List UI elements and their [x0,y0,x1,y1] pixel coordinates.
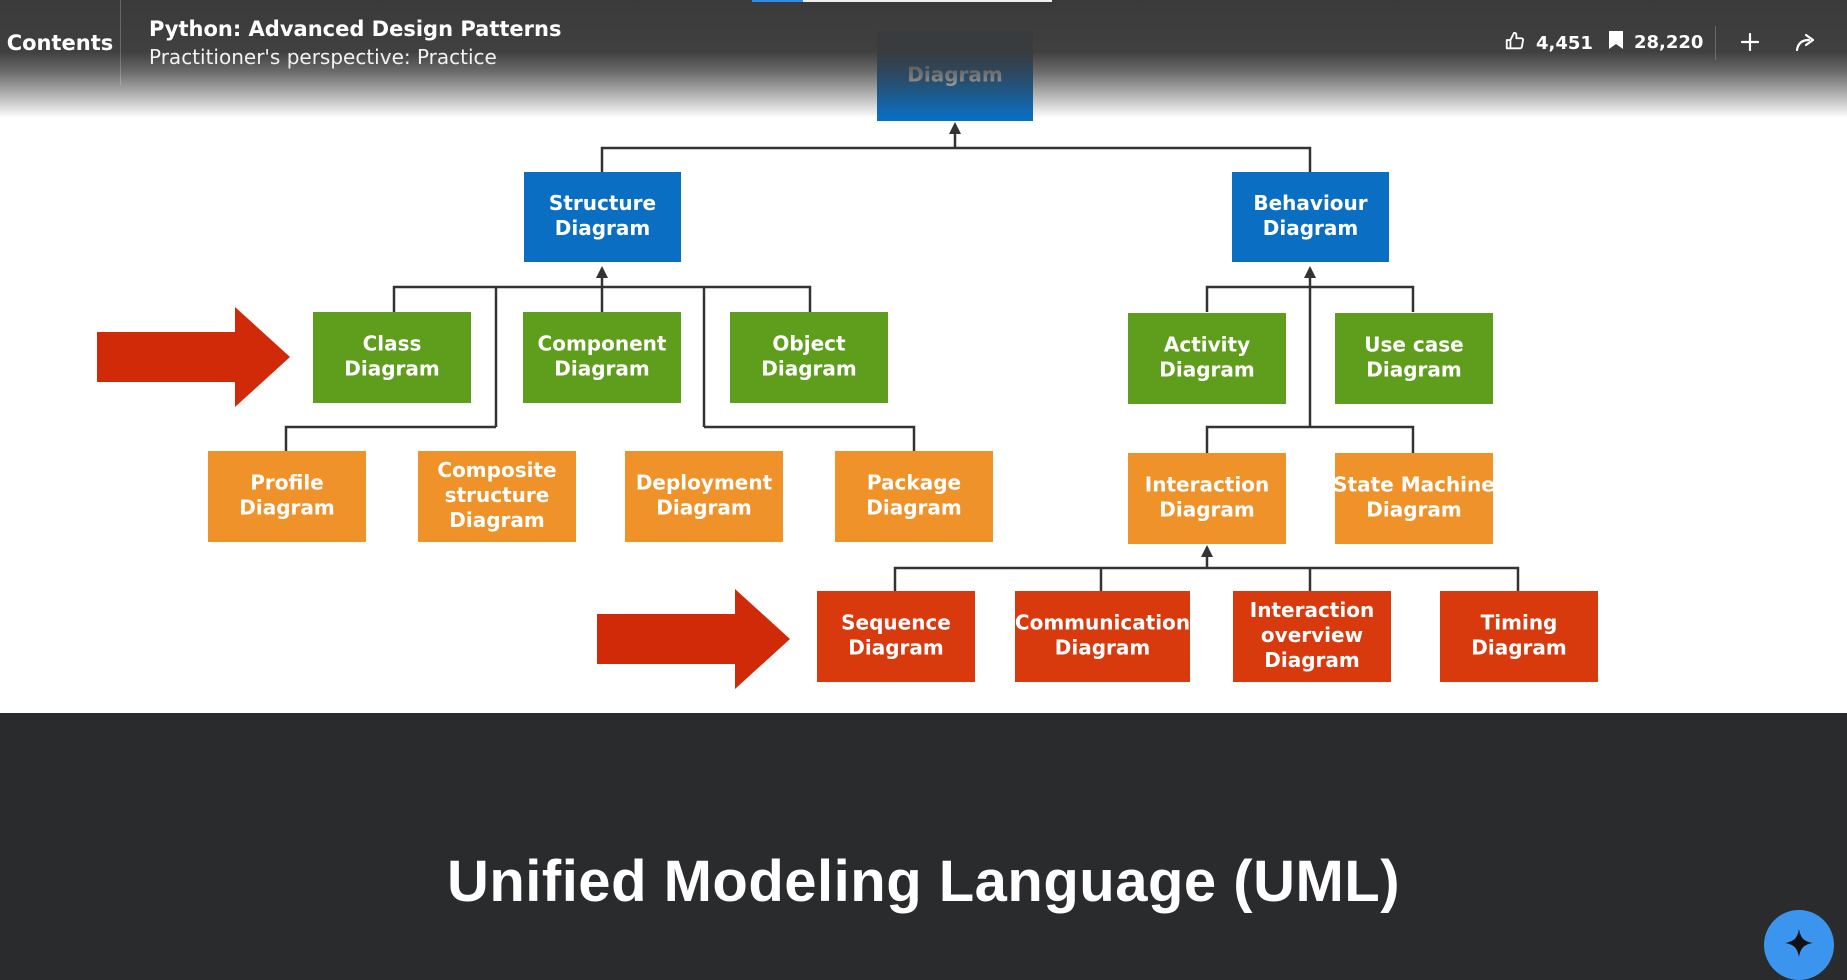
node-composite-label-0: Composite [437,458,556,482]
progress-fill [752,0,803,2]
node-communication-label-0: Communication [1015,611,1190,635]
ai-assistant-button[interactable] [1764,910,1834,980]
node-structure-box [524,172,681,262]
connector-arrowheads [596,122,1316,557]
share-icon[interactable] [1790,26,1822,58]
thumbs-up-icon [1504,30,1526,57]
node-overview-label-0: Interaction [1250,598,1374,622]
node-object-label-1: Diagram [761,357,856,381]
node-object-box [730,312,888,403]
node-profile-box [208,451,366,542]
node-communication-label-1: Diagram [1055,636,1150,660]
player-top-bar: Contents Python: Advanced Design Pattern… [0,0,1847,118]
node-structure-label-0: Structure [549,191,656,215]
node-structure-label-1: Diagram [555,216,650,240]
node-profile-label-1: Diagram [239,496,334,520]
node-composite-box [418,451,576,542]
node-usecase-label-1: Diagram [1366,358,1461,382]
toolbar-divider [1715,26,1716,60]
node-profile-label-0: Profile [250,471,324,495]
node-component-label-1: Diagram [554,357,649,381]
node-composite-label-2: Diagram [449,508,544,532]
like-count: 4,451 [1536,33,1593,54]
node-package-label-1: Diagram [866,496,961,520]
node-timing-label-1: Diagram [1471,636,1566,660]
node-deployment-box [625,451,783,542]
node-class-box [313,312,471,403]
node-activity-label-1: Diagram [1159,358,1254,382]
node-overview-label-2: Diagram [1264,648,1359,672]
node-overview-box [1233,591,1391,682]
node-communication-box [1015,591,1190,682]
sparkle-icon [1784,928,1814,980]
save-count: 28,220 [1634,32,1704,53]
node-component-box [523,312,681,403]
node-sequence-label-1: Diagram [848,636,943,660]
slide-caption: Unified Modeling Language (UML) [446,849,1401,914]
node-package-label-0: Package [867,471,961,495]
node-activity-box [1128,313,1286,404]
node-interaction-label-1: Diagram [1159,498,1254,522]
node-statemachine-box [1335,453,1493,544]
node-activity-label-0: Activity [1164,333,1250,357]
lesson-title: Practitioner's perspective: Practice [149,45,497,69]
node-deployment-label-1: Diagram [656,496,751,520]
node-statemachine-label-0: State Machine [1333,473,1495,497]
connector-lines [284,130,1520,591]
pointer-arrows [97,307,790,689]
node-usecase-box [1335,313,1493,404]
node-deployment-label-0: Deployment [636,471,773,495]
node-class-label-0: Class [363,332,422,356]
arrow-to-sequence-diagram [597,589,790,689]
node-interaction-label-0: Interaction [1145,473,1269,497]
node-object-label-0: Object [772,332,846,356]
save-button[interactable]: 28,220 [1608,30,1703,55]
node-sequence-box [817,591,975,682]
node-behaviour-label-0: Behaviour [1253,191,1367,215]
contents-button[interactable]: Contents [0,0,121,85]
node-timing-box [1440,591,1598,682]
node-behaviour-label-1: Diagram [1263,216,1358,240]
node-sequence-label-0: Sequence [841,611,951,635]
node-interaction-box [1128,453,1286,544]
node-overview-label-1: overview [1261,623,1363,647]
node-package-box [835,451,993,542]
node-timing-label-0: Timing [1481,611,1558,635]
like-button[interactable]: 4,451 [1504,30,1593,57]
node-component-label-0: Component [538,332,667,356]
progress-bar [752,0,1052,2]
node-class-label-1: Diagram [344,357,439,381]
uml-diagram-tree: DiagramStructureDiagramBehaviourDiagramC… [97,31,1598,689]
node-composite-label-1: structure [445,483,550,507]
arrow-to-class-diagram [97,307,290,407]
plus-icon[interactable] [1734,26,1766,58]
diagram-nodes: DiagramStructureDiagramBehaviourDiagramC… [208,31,1598,682]
node-behaviour-box [1232,172,1389,262]
bookmark-icon [1608,30,1624,55]
slide-canvas: DiagramStructureDiagramBehaviourDiagramC… [0,0,1847,713]
course-title[interactable]: Python: Advanced Design Patterns [149,17,562,41]
node-statemachine-label-1: Diagram [1366,498,1461,522]
node-usecase-label-0: Use case [1364,333,1464,357]
